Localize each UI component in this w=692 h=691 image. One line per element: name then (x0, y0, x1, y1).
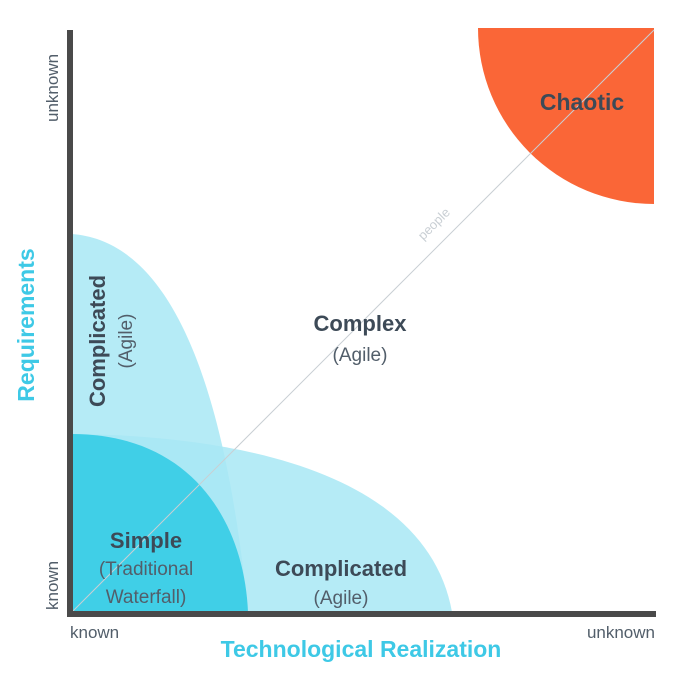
y-axis-low-label: known (43, 561, 62, 610)
complicated-horizontal-subtitle: (Agile) (314, 588, 369, 609)
complex-subtitle: (Agile) (333, 345, 388, 366)
complicated-vertical-title: Complicated (85, 275, 110, 407)
x-axis-high-label: unknown (587, 623, 655, 642)
simple-line-1: (Traditional (99, 559, 193, 580)
y-axis-line (67, 30, 73, 617)
chaotic-label: Chaotic (540, 89, 625, 115)
x-axis-title: Technological Realization (221, 636, 502, 662)
simple-title: Simple (110, 528, 182, 553)
complex-title: Complex (314, 311, 408, 336)
people-diagonal-line (71, 29, 655, 613)
complicated-vertical-subtitle: (Agile) (116, 314, 137, 369)
y-axis-title: Requirements (13, 248, 39, 401)
y-axis-high-label: unknown (43, 54, 62, 122)
x-axis-line (67, 611, 656, 617)
simple-line-2: Waterfall) (106, 587, 187, 608)
chaotic-zone (478, 28, 654, 204)
complicated-horizontal-title: Complicated (275, 556, 407, 581)
x-axis-low-label: known (70, 623, 119, 642)
